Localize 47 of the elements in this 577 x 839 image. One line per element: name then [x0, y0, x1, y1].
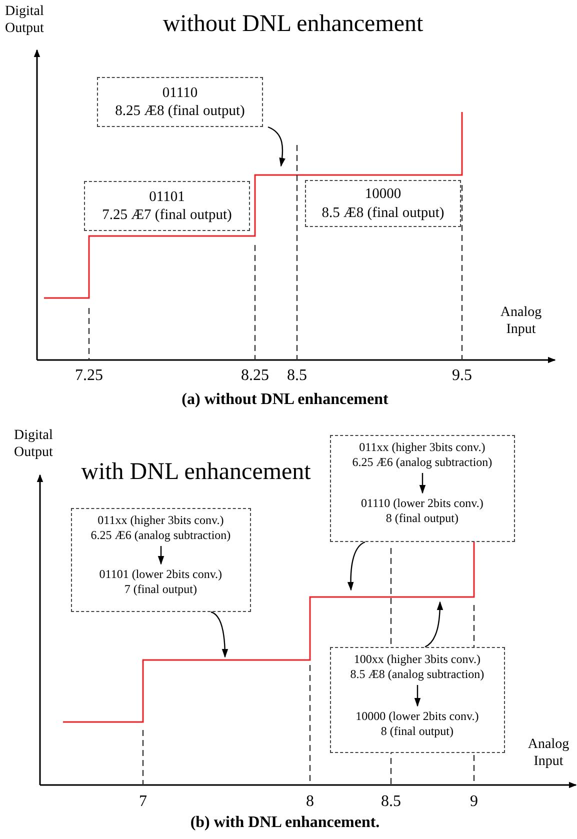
- box-text: 011xx (higher 3bits conv.): [96, 512, 225, 528]
- axis-label: Analog Input: [499, 305, 543, 339]
- arrow: [414, 685, 421, 707]
- dashed-box: [305, 180, 461, 227]
- dashed-box: [330, 435, 515, 542]
- pointer-arrow: [268, 126, 286, 167]
- box-text: 7.25 Æ7 (final output): [101, 206, 233, 224]
- box-text: 6.25 Æ6 (analog subtraction): [351, 454, 494, 470]
- box-text: 10000 (lower 2bits conv.): [354, 708, 480, 724]
- tick-label: 8.25: [240, 366, 270, 386]
- pointer-arrow: [424, 601, 444, 648]
- box-text: 8 (final output): [380, 724, 455, 739]
- figure-caption: (b) with DNL enhancement.: [189, 813, 381, 832]
- box-text: 01110: [161, 84, 199, 102]
- tick-label: 7.25: [74, 366, 104, 386]
- arrow: [158, 546, 164, 565]
- panel-heading: without DNL enhancement: [162, 10, 424, 39]
- tick-label: 8: [305, 792, 315, 812]
- axis-label: Analog Input: [526, 737, 570, 771]
- figure-caption: (a) without DNL enhancement: [180, 390, 390, 410]
- dashed-box: [84, 181, 250, 231]
- arrow: [419, 473, 426, 494]
- box-text: 011xx (higher 3bits conv.): [358, 440, 486, 455]
- box-text: 6.25 Æ6 (analog subtraction): [90, 528, 232, 543]
- tick-label: 8.5: [286, 366, 308, 386]
- pointer-arrow: [348, 541, 366, 591]
- dashed-box: [330, 647, 505, 753]
- box-text: 8 (final output): [384, 510, 460, 526]
- axis-label: Digital Output: [5, 4, 45, 38]
- box-text: 100xx (higher 3bits conv.): [352, 652, 482, 667]
- box-text: 8.5 Æ8 (final output): [320, 204, 446, 222]
- tick-label: 9: [469, 792, 479, 812]
- box-text: 01101 (lower 2bits conv.): [98, 566, 224, 582]
- tick-label: 8.5: [380, 792, 402, 812]
- box-text: 10000: [364, 185, 402, 204]
- dashed-box: [97, 77, 263, 127]
- tick-label: 9.5: [451, 366, 473, 386]
- box-text: 7 (final output): [123, 582, 198, 597]
- dashed-box: [71, 508, 251, 612]
- box-text: 01110 (lower 2bits conv.): [360, 496, 484, 511]
- tick-label: 7: [138, 792, 148, 812]
- panel-heading: with DNL enhancement: [80, 458, 312, 487]
- axis-label: Digital Output: [14, 428, 54, 462]
- pointer-arrow: [210, 611, 228, 658]
- box-text: 8.25 Æ8 (final output): [114, 102, 246, 120]
- box-text: 8.5 Æ8 (analog subtraction): [349, 666, 486, 682]
- box-text: 01101: [148, 188, 186, 206]
